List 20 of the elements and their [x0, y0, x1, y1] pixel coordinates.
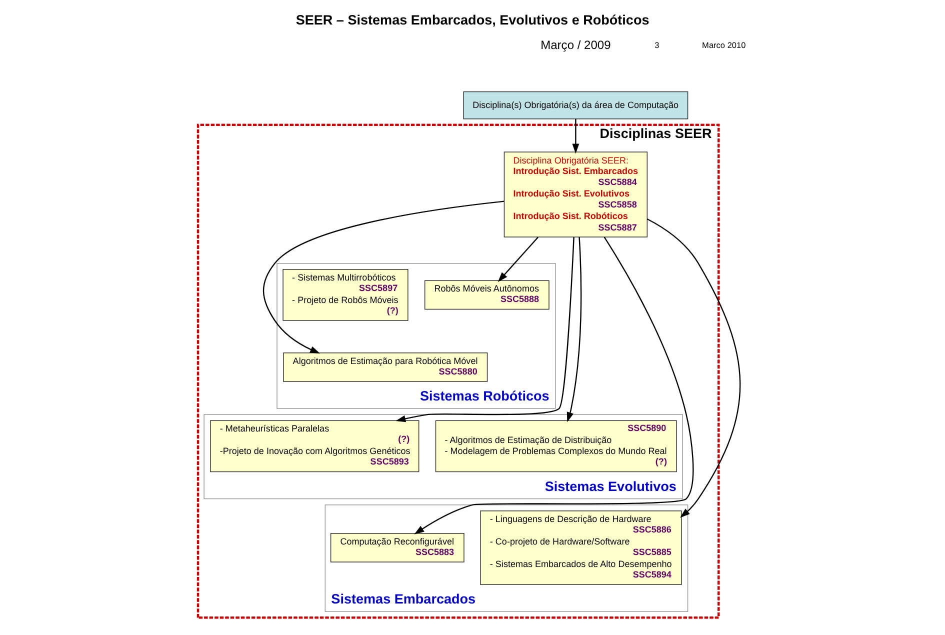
node-box: - Sistemas Multirrobóticos SSC5897 - Projeto de Robôs Móveis (?) — [282, 268, 408, 321]
arrow — [395, 237, 574, 422]
node-box: - Linguagens de Descrição de Hardware SSC5886 - Co-projeto de Hardware/Software SSC5885 - Sistemas Embarcados de Alto Desempenho SSC5894 — [480, 510, 682, 585]
arrow — [566, 237, 582, 422]
node-box: Disciplina Obrigatória SEER: Introdução Sist. Embarcados SSC5884 Introdução Sist. Evolutivos SSC5858 Introdução Sist. Robóticos SSC5887 — [503, 152, 648, 238]
node-box: SSC5890 - Algoritmos de Estimação de Distribuição - Modelagem de Problemas Complexos do Mundo Real (?) — [434, 420, 676, 472]
node-box: - Metaheurísticas Paralelas (?) -Projeto de Inovação com Algoritmos Genéticos SSC5893 — [210, 420, 419, 472]
arrow — [572, 119, 579, 154]
diagram-title: SEER – Sistemas Embarcados, Evolutivos e Robóticos — [295, 12, 649, 28]
arrow — [497, 236, 538, 282]
arrow — [646, 218, 740, 518]
node-box: Computação Reconfigurável SSC5883 — [330, 533, 464, 562]
node-box: Algoritmos de Estimação para Robótica Móvel SSC5880 — [282, 352, 488, 382]
arrow — [262, 200, 504, 354]
node-box: Disciplina(s) Obrigatória(s) da área de Computação — [462, 91, 688, 120]
label: Marco 2010 — [702, 41, 746, 50]
label: 3 — [654, 41, 659, 50]
node-box: Robôs Móveis Autônomos SSC5888 — [424, 280, 549, 310]
label: Março / 2009 — [540, 38, 610, 52]
arrow — [414, 236, 694, 534]
